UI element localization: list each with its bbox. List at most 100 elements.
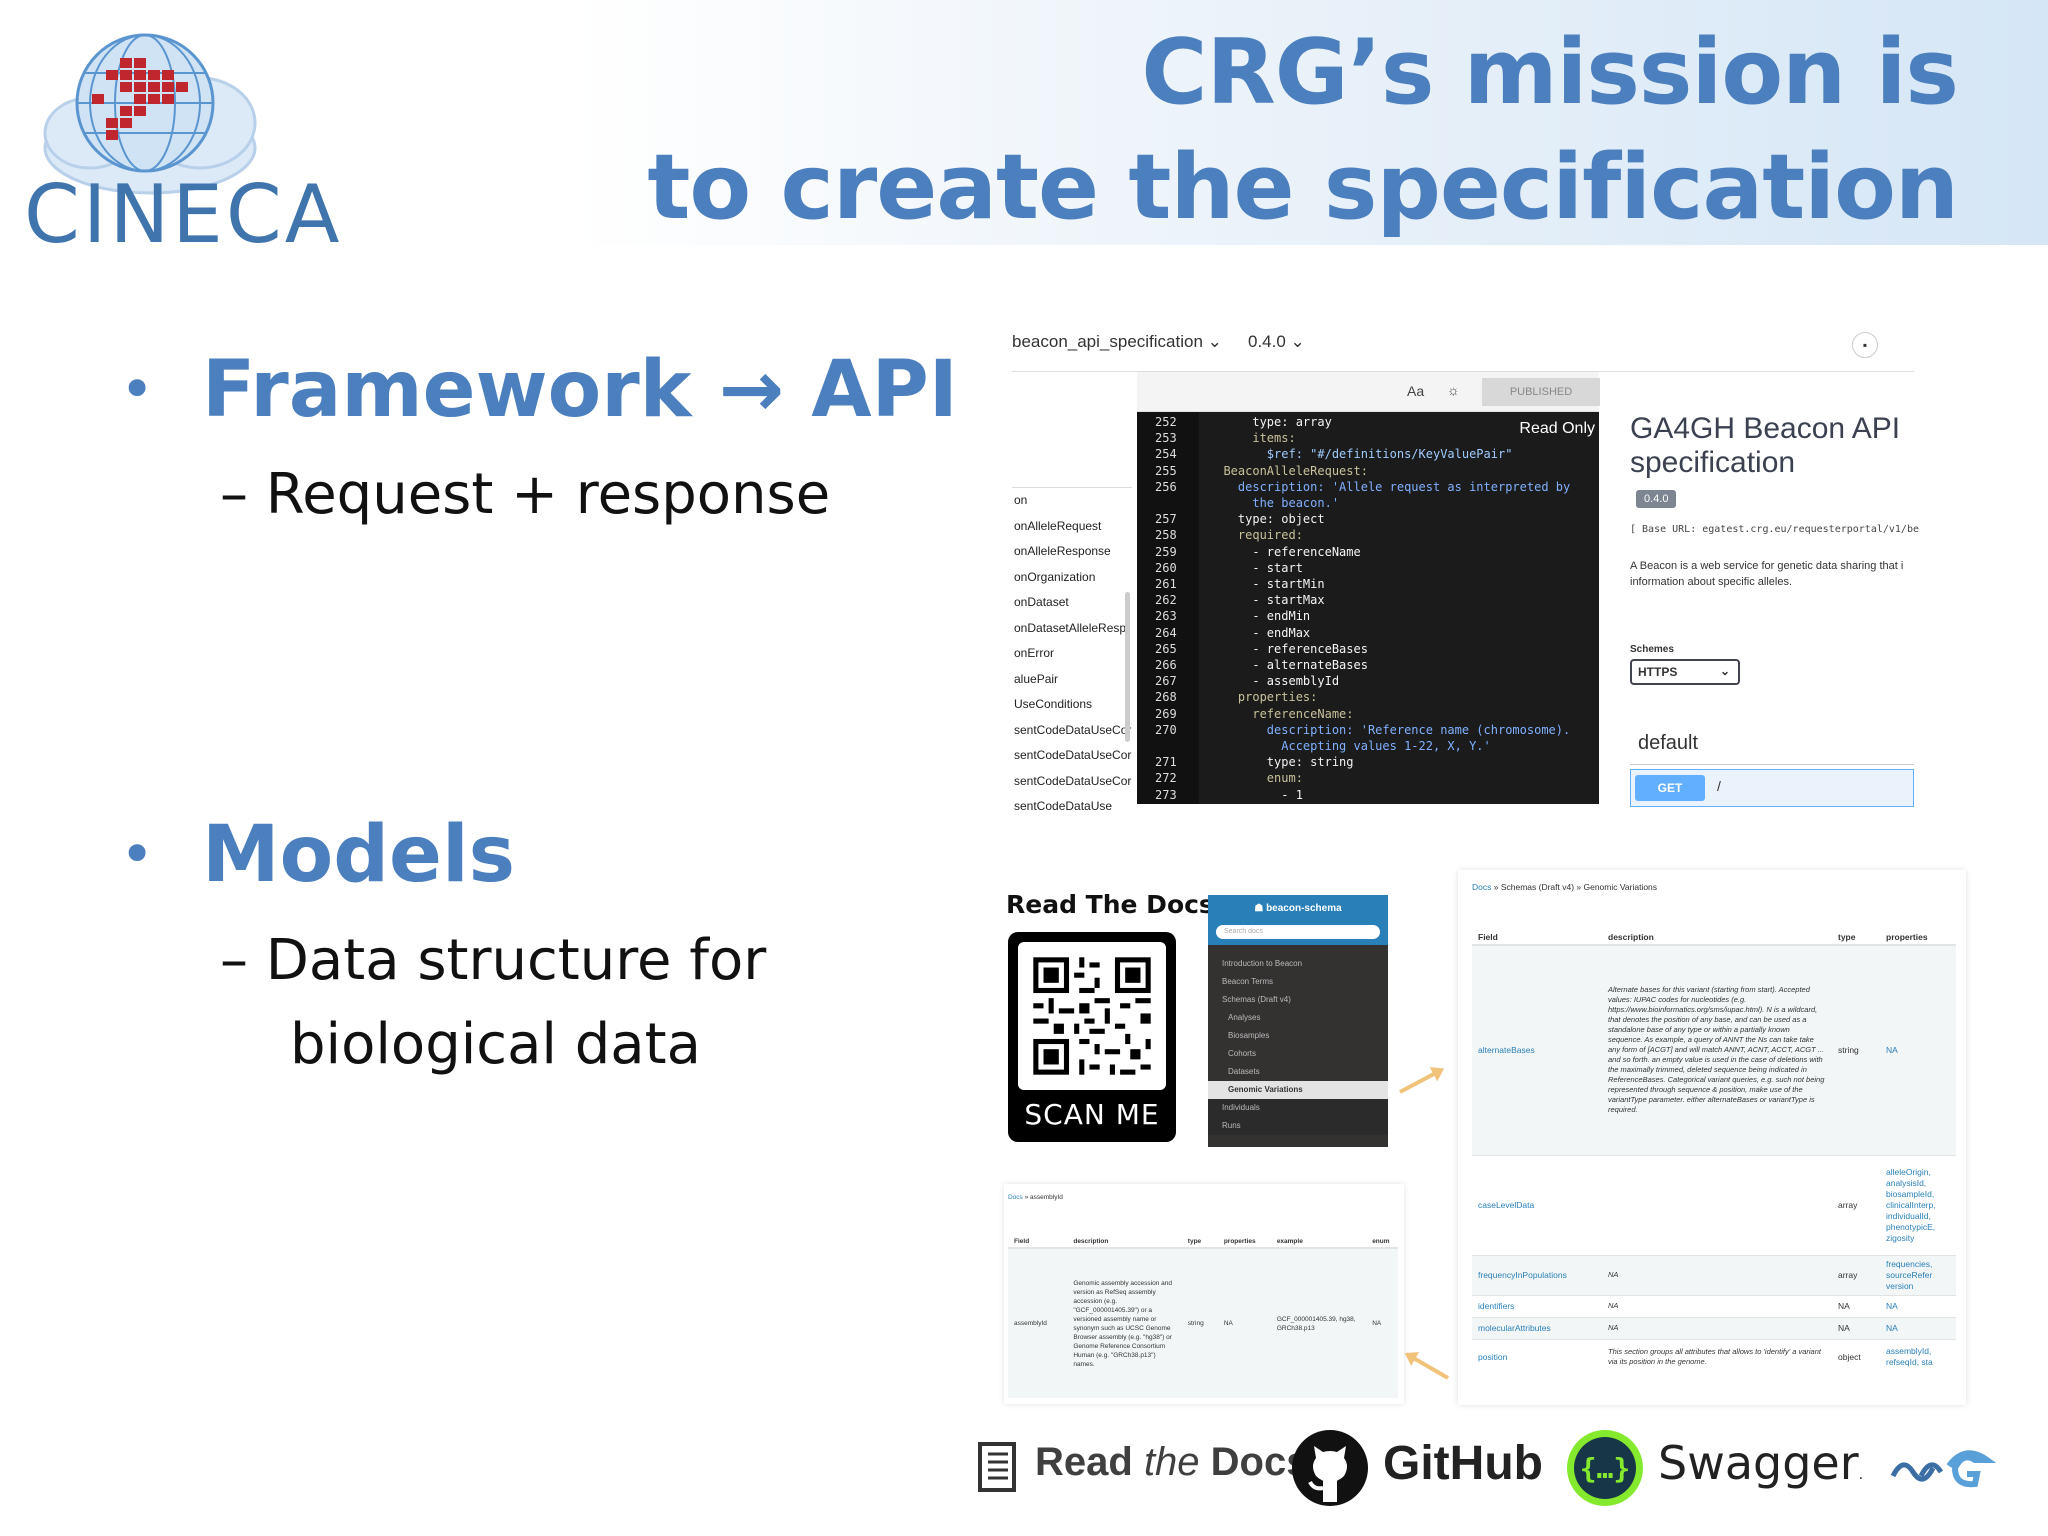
code-line: type: string (1209, 755, 1354, 770)
book-icon (978, 1442, 1016, 1492)
swagger-logo-word: Swagger (1658, 1436, 1859, 1490)
get-endpoint-row[interactable]: GET / (1630, 769, 1914, 807)
field-link[interactable]: frequencyInPopulations (1472, 1254, 1602, 1295)
rtd-nav-item[interactable]: Datasets (1228, 1067, 1260, 1076)
definition-item[interactable]: on (1014, 493, 1028, 507)
field-type: NA (1832, 1316, 1880, 1339)
rtd-nav-item[interactable]: Runs (1208, 1117, 1388, 1135)
field-description: Alternate bases for this variant (starti… (1602, 944, 1832, 1155)
schemes-value: HTTPS (1638, 665, 1678, 679)
breadcrumb: Docs » Schemas (Draft v4) » Genomic Vari… (1472, 882, 1657, 892)
font-size-button[interactable]: Aa (1407, 383, 1425, 399)
definition-item[interactable]: onError (1014, 646, 1055, 660)
section-default[interactable]: default (1638, 732, 1699, 754)
definition-item[interactable]: sentCodeDataUse (1014, 799, 1113, 813)
rtd-nav-item[interactable]: Genomic Variations (1208, 1081, 1388, 1099)
swagger-icon-glyph: {…} (1580, 1452, 1631, 1485)
bullet-models-sub-2: biological data (290, 1012, 701, 1077)
field-properties[interactable]: NA (1880, 1316, 1956, 1339)
field-properties[interactable]: frequencies, sourceRefer version (1880, 1254, 1956, 1295)
file-icon[interactable]: ▪ (1852, 332, 1878, 358)
field-properties[interactable]: NA (1880, 944, 1956, 1155)
bullet-dot: • (120, 355, 155, 423)
definition-item[interactable]: onAlleleResponse (1014, 544, 1111, 558)
field-properties[interactable]: NA (1880, 1294, 1956, 1317)
swagger-editor-screenshot: beacon_api_specification ⌄ 0.4.0 ⌄ ▪ Aa … (1012, 322, 1919, 814)
definition-item[interactable]: sentCodeDataUseCor (1014, 748, 1132, 762)
definition-item[interactable]: aluePair (1014, 671, 1059, 686)
breadcrumb: Docs » assemblyId (1008, 1194, 1063, 1201)
swagger-topbar: beacon_api_specification ⌄ 0.4.0 ⌄ ▪ (1012, 322, 1914, 372)
field-properties[interactable]: alleleOrigin, analysisId, biosampleId, c… (1880, 1154, 1956, 1255)
cell-enum: NA (1366, 1247, 1398, 1398)
code-line: - startMin (1209, 577, 1325, 591)
published-button[interactable]: PUBLISHED (1482, 378, 1600, 406)
scan-me-label: SCAN ME (1024, 1098, 1160, 1131)
rtd-nav-item[interactable]: Beacon Terms (1222, 977, 1273, 986)
code-line: - endMax (1209, 625, 1311, 640)
line-number: 270 (1155, 722, 1177, 737)
definition-item[interactable]: onDataset (1014, 595, 1069, 609)
read-the-docs-logo-text: Read the Docs (1035, 1440, 1308, 1485)
column-header: example (1270, 1236, 1367, 1249)
rtd-search-input[interactable]: Search docs (1216, 925, 1380, 939)
line-number: 267 (1155, 674, 1177, 689)
definition-item[interactable]: UseConditions (1014, 697, 1093, 711)
spec-name-dropdown[interactable]: beacon_api_specification ⌄ (1012, 332, 1222, 351)
swagger-logo-text: Swagger. (1658, 1436, 1863, 1490)
genomic-variations-table-screenshot: Docs » Schemas (Draft v4) » Genomic Vari… (1458, 870, 1966, 1405)
field-link[interactable]: identifiers (1472, 1294, 1602, 1317)
definition-item[interactable]: onOrganization (1014, 569, 1096, 584)
breadcrumb-docs-link[interactable]: Docs (1008, 1194, 1023, 1201)
rtd-nav-item[interactable]: Biosamples (1228, 1031, 1270, 1040)
field-description (1602, 1154, 1832, 1255)
ga4gh-logo-icon (1890, 1450, 1997, 1488)
rtd-project-name[interactable]: ☗ beacon-schema (1254, 903, 1342, 914)
github-octocat-icon (1292, 1430, 1368, 1506)
line-number: 273 (1155, 787, 1177, 802)
qr-code[interactable]: SCAN ME (1008, 932, 1176, 1142)
field-description: NA (1602, 1254, 1832, 1295)
cell-desc: Genomic assembly accession and version a… (1067, 1247, 1182, 1398)
cineca-logo-text: CINECA (24, 168, 343, 261)
scrollbar[interactable] (1125, 592, 1130, 742)
breadcrumb-path: » Schemas (Draft v4) » Genomic Variation… (1491, 882, 1658, 892)
github-logo-text: GitHub (1383, 1437, 1543, 1490)
line-number: 254 (1155, 447, 1177, 462)
field-link[interactable]: position (1472, 1338, 1602, 1375)
breadcrumb-docs-link[interactable]: Docs (1472, 882, 1492, 892)
theme-icon[interactable]: ☼ (1447, 382, 1460, 398)
field-type: NA (1832, 1294, 1880, 1317)
rtd-nav-item[interactable]: Cohorts (1228, 1049, 1257, 1058)
code-line: type: array (1209, 415, 1332, 429)
line-number: 262 (1155, 593, 1177, 608)
line-number: 269 (1155, 706, 1177, 721)
rtd-nav-item[interactable]: Schemas (Draft v4) (1222, 995, 1291, 1004)
code-line: enum: (1209, 771, 1303, 786)
rtd-nav-item[interactable]: Individuals (1208, 1099, 1388, 1117)
column-header: properties (1880, 930, 1956, 946)
breadcrumb-path: » assemblyId (1022, 1194, 1063, 1201)
definition-item[interactable]: onDatasetAlleleResp (1014, 620, 1127, 635)
schemes-select[interactable]: HTTPS ⌄ (1630, 659, 1740, 685)
version-dropdown[interactable]: 0.4.0 ⌄ (1248, 332, 1305, 351)
code-line: type: object (1209, 512, 1325, 527)
field-link[interactable]: molecularAttributes (1472, 1316, 1602, 1339)
column-header: description (1602, 930, 1832, 946)
definition-item[interactable]: onAlleleRequest (1014, 518, 1102, 533)
bullet-dot: • (120, 820, 155, 888)
code-line: description: 'Reference name (chromosome… (1209, 722, 1571, 737)
qr-code-pattern (1018, 942, 1166, 1090)
rtd-nav-item[interactable]: Analyses (1228, 1013, 1261, 1022)
definition-item[interactable]: sentCodeDataUseCor (1014, 773, 1132, 788)
get-method-badge: GET (1635, 775, 1705, 801)
rtd-nav-item[interactable]: Introduction to Beacon (1222, 959, 1303, 968)
field-properties[interactable]: assemblyId, refseqId, sta (1880, 1338, 1956, 1375)
field-link[interactable]: alternateBases (1472, 944, 1602, 1155)
field-link[interactable]: caseLevelData (1472, 1154, 1602, 1255)
definition-item[interactable]: sentCodeDataUseCor (1014, 722, 1132, 737)
